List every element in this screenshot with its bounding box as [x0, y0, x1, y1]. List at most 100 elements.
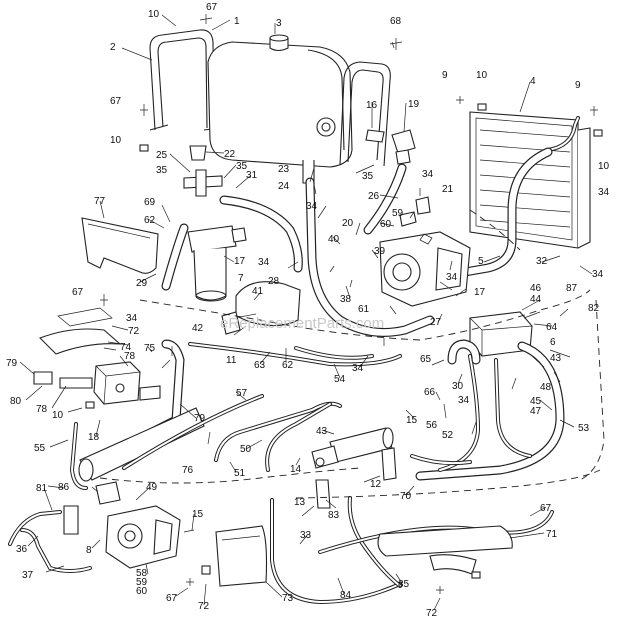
leader-lines [19, 14, 593, 611]
callout-58: 58 [136, 568, 148, 579]
callout-10: 10 [148, 9, 160, 20]
callout-53: 53 [578, 423, 590, 434]
callout-72: 72 [198, 601, 210, 612]
callout-1: 1 [234, 16, 240, 27]
callout-41: 41 [252, 286, 264, 297]
callout-46: 46 [530, 283, 542, 294]
callout-34: 34 [306, 201, 318, 212]
callout-82: 82 [588, 303, 600, 314]
pump-guard [215, 525, 268, 587]
callout-4: 4 [530, 76, 536, 87]
callout-72: 72 [128, 326, 140, 337]
tank-strap-right [339, 61, 391, 167]
oil-cooler [469, 111, 591, 249]
callout-5: 5 [478, 256, 484, 267]
callout-20: 20 [342, 218, 354, 229]
callout-80: 80 [10, 396, 22, 407]
callout-34: 34 [422, 169, 434, 180]
oil-filter [187, 225, 247, 302]
callout-57: 57 [236, 388, 248, 399]
callout-17: 17 [234, 256, 246, 267]
callout-43: 43 [316, 426, 328, 437]
callout-67: 67 [110, 96, 122, 107]
callout-51: 51 [234, 468, 246, 479]
callout-34: 34 [446, 272, 458, 283]
callout-10: 10 [476, 70, 488, 81]
callout-35: 35 [362, 171, 374, 182]
callout-15: 15 [406, 415, 418, 426]
callout-85: 85 [398, 579, 410, 590]
callout-79: 79 [6, 358, 18, 369]
callout-84: 84 [340, 590, 352, 601]
tank-strap-left [149, 29, 221, 133]
auxiliary-pump [105, 505, 181, 569]
callout-60: 60 [136, 586, 148, 597]
control-valve [469, 311, 533, 357]
return-elbow [391, 129, 416, 165]
callout-74: 74 [120, 342, 132, 353]
callout-34: 34 [126, 313, 138, 324]
callout-76: 76 [182, 465, 194, 476]
callout-66: 66 [424, 387, 436, 398]
callout-24: 24 [278, 181, 290, 192]
callout-65: 65 [420, 354, 432, 365]
callout-34: 34 [458, 395, 470, 406]
callout-52: 52 [442, 430, 454, 441]
callout-55: 55 [34, 443, 46, 454]
callout-27: 27 [430, 317, 442, 328]
callout-33: 33 [300, 530, 312, 541]
callout-77: 77 [94, 196, 106, 207]
callout-34: 34 [592, 269, 604, 280]
callout-48: 48 [540, 382, 552, 393]
callout-30: 30 [452, 381, 464, 392]
callout-13: 13 [294, 497, 306, 508]
callout-16: 16 [366, 100, 378, 111]
callout-10: 10 [52, 410, 64, 421]
callout-78: 78 [124, 351, 136, 362]
callout-36: 36 [16, 544, 28, 555]
callout-59: 59 [136, 577, 148, 588]
callout-31: 31 [246, 170, 258, 181]
callout-67: 67 [166, 593, 178, 604]
callout-35: 35 [156, 165, 168, 176]
callout-23: 23 [278, 164, 290, 175]
callout-10: 10 [598, 161, 610, 172]
callout-42: 42 [192, 323, 204, 334]
callout-19: 19 [408, 99, 420, 110]
callout-34: 34 [598, 187, 610, 198]
callout-54: 54 [334, 374, 346, 385]
callout-69: 69 [144, 197, 156, 208]
callout-25: 25 [156, 150, 168, 161]
callout-15: 15 [192, 509, 204, 520]
callout-38: 38 [340, 294, 352, 305]
callout-87: 87 [566, 283, 578, 294]
fasteners [85, 14, 603, 594]
callout-2: 2 [110, 42, 116, 53]
callout-68: 68 [390, 16, 402, 27]
callout-59: 59 [392, 208, 404, 219]
callout-67: 67 [540, 503, 552, 514]
callout-64: 64 [546, 322, 558, 333]
callout-17: 17 [474, 287, 486, 298]
callout-44: 44 [530, 294, 542, 305]
heat-shield [81, 217, 159, 274]
callout-22: 22 [224, 149, 236, 160]
callout-86: 86 [58, 482, 70, 493]
callout-61: 61 [358, 304, 370, 315]
callout-71: 71 [546, 529, 558, 540]
callout-8: 8 [86, 545, 92, 556]
callout-37: 37 [22, 570, 34, 581]
callout-12: 12 [370, 479, 382, 490]
callout-11: 11 [226, 355, 237, 366]
callout-29: 29 [136, 278, 148, 289]
callout-28: 28 [268, 276, 280, 287]
callout-10: 10 [110, 135, 122, 146]
hydraulic-tank [207, 34, 353, 184]
callout-75: 75 [144, 343, 156, 354]
valve-block-left [93, 361, 141, 405]
callout-49: 49 [146, 482, 158, 493]
callout-72: 72 [426, 608, 438, 619]
hose-sleeve [377, 525, 513, 575]
callout-56: 56 [426, 420, 438, 431]
callout-39: 39 [374, 246, 386, 257]
